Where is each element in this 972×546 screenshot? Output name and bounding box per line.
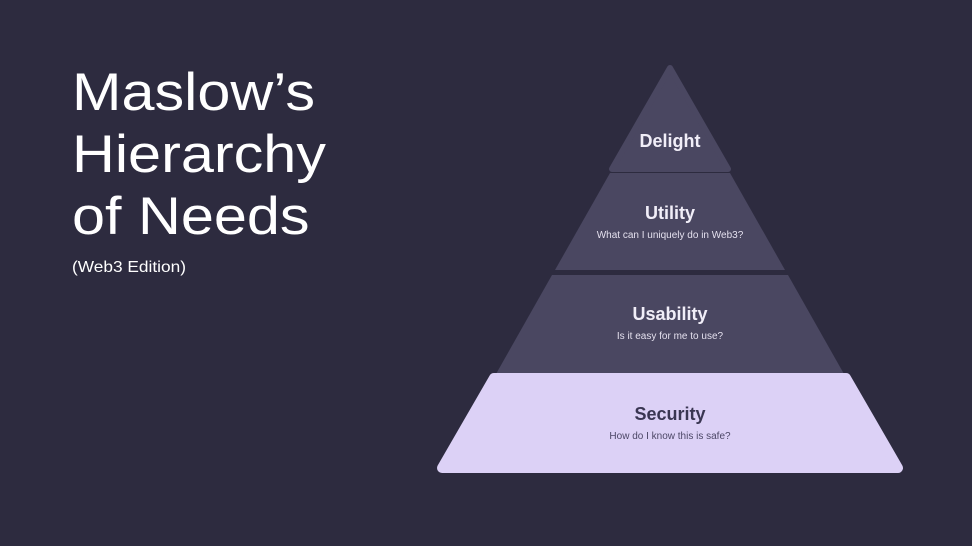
- level-usability-label: Usability Is it easy for me to use?: [470, 304, 870, 342]
- level-delight-label: Delight: [470, 131, 870, 152]
- page-title: Maslow’s Hierarchy of Needs: [72, 62, 326, 248]
- title-line-1: Maslow’s: [72, 63, 316, 122]
- level-title: Usability: [632, 304, 708, 324]
- level-title: Security: [634, 404, 706, 424]
- level-utility-label: Utility What can I uniquely do in Web3?: [470, 203, 870, 241]
- level-question: Is it easy for me to use?: [616, 331, 724, 342]
- level-question: How do I know this is safe?: [609, 431, 731, 442]
- level-title: Utility: [644, 203, 695, 223]
- pyramid-level-security: [437, 373, 903, 473]
- subtitle: (Web3 Edition): [72, 259, 186, 276]
- level-question: What can I uniquely do in Web3?: [596, 230, 744, 241]
- level-security-label: Security How do I know this is safe?: [470, 404, 870, 442]
- pyramid-level-usability: [496, 275, 844, 374]
- pyramid-level-delight: [609, 65, 731, 172]
- title-line-2: Hierarchy: [72, 125, 326, 184]
- pyramid-level-utility: [555, 173, 785, 270]
- title-line-3: of Needs: [72, 187, 310, 246]
- level-title: Delight: [639, 131, 701, 151]
